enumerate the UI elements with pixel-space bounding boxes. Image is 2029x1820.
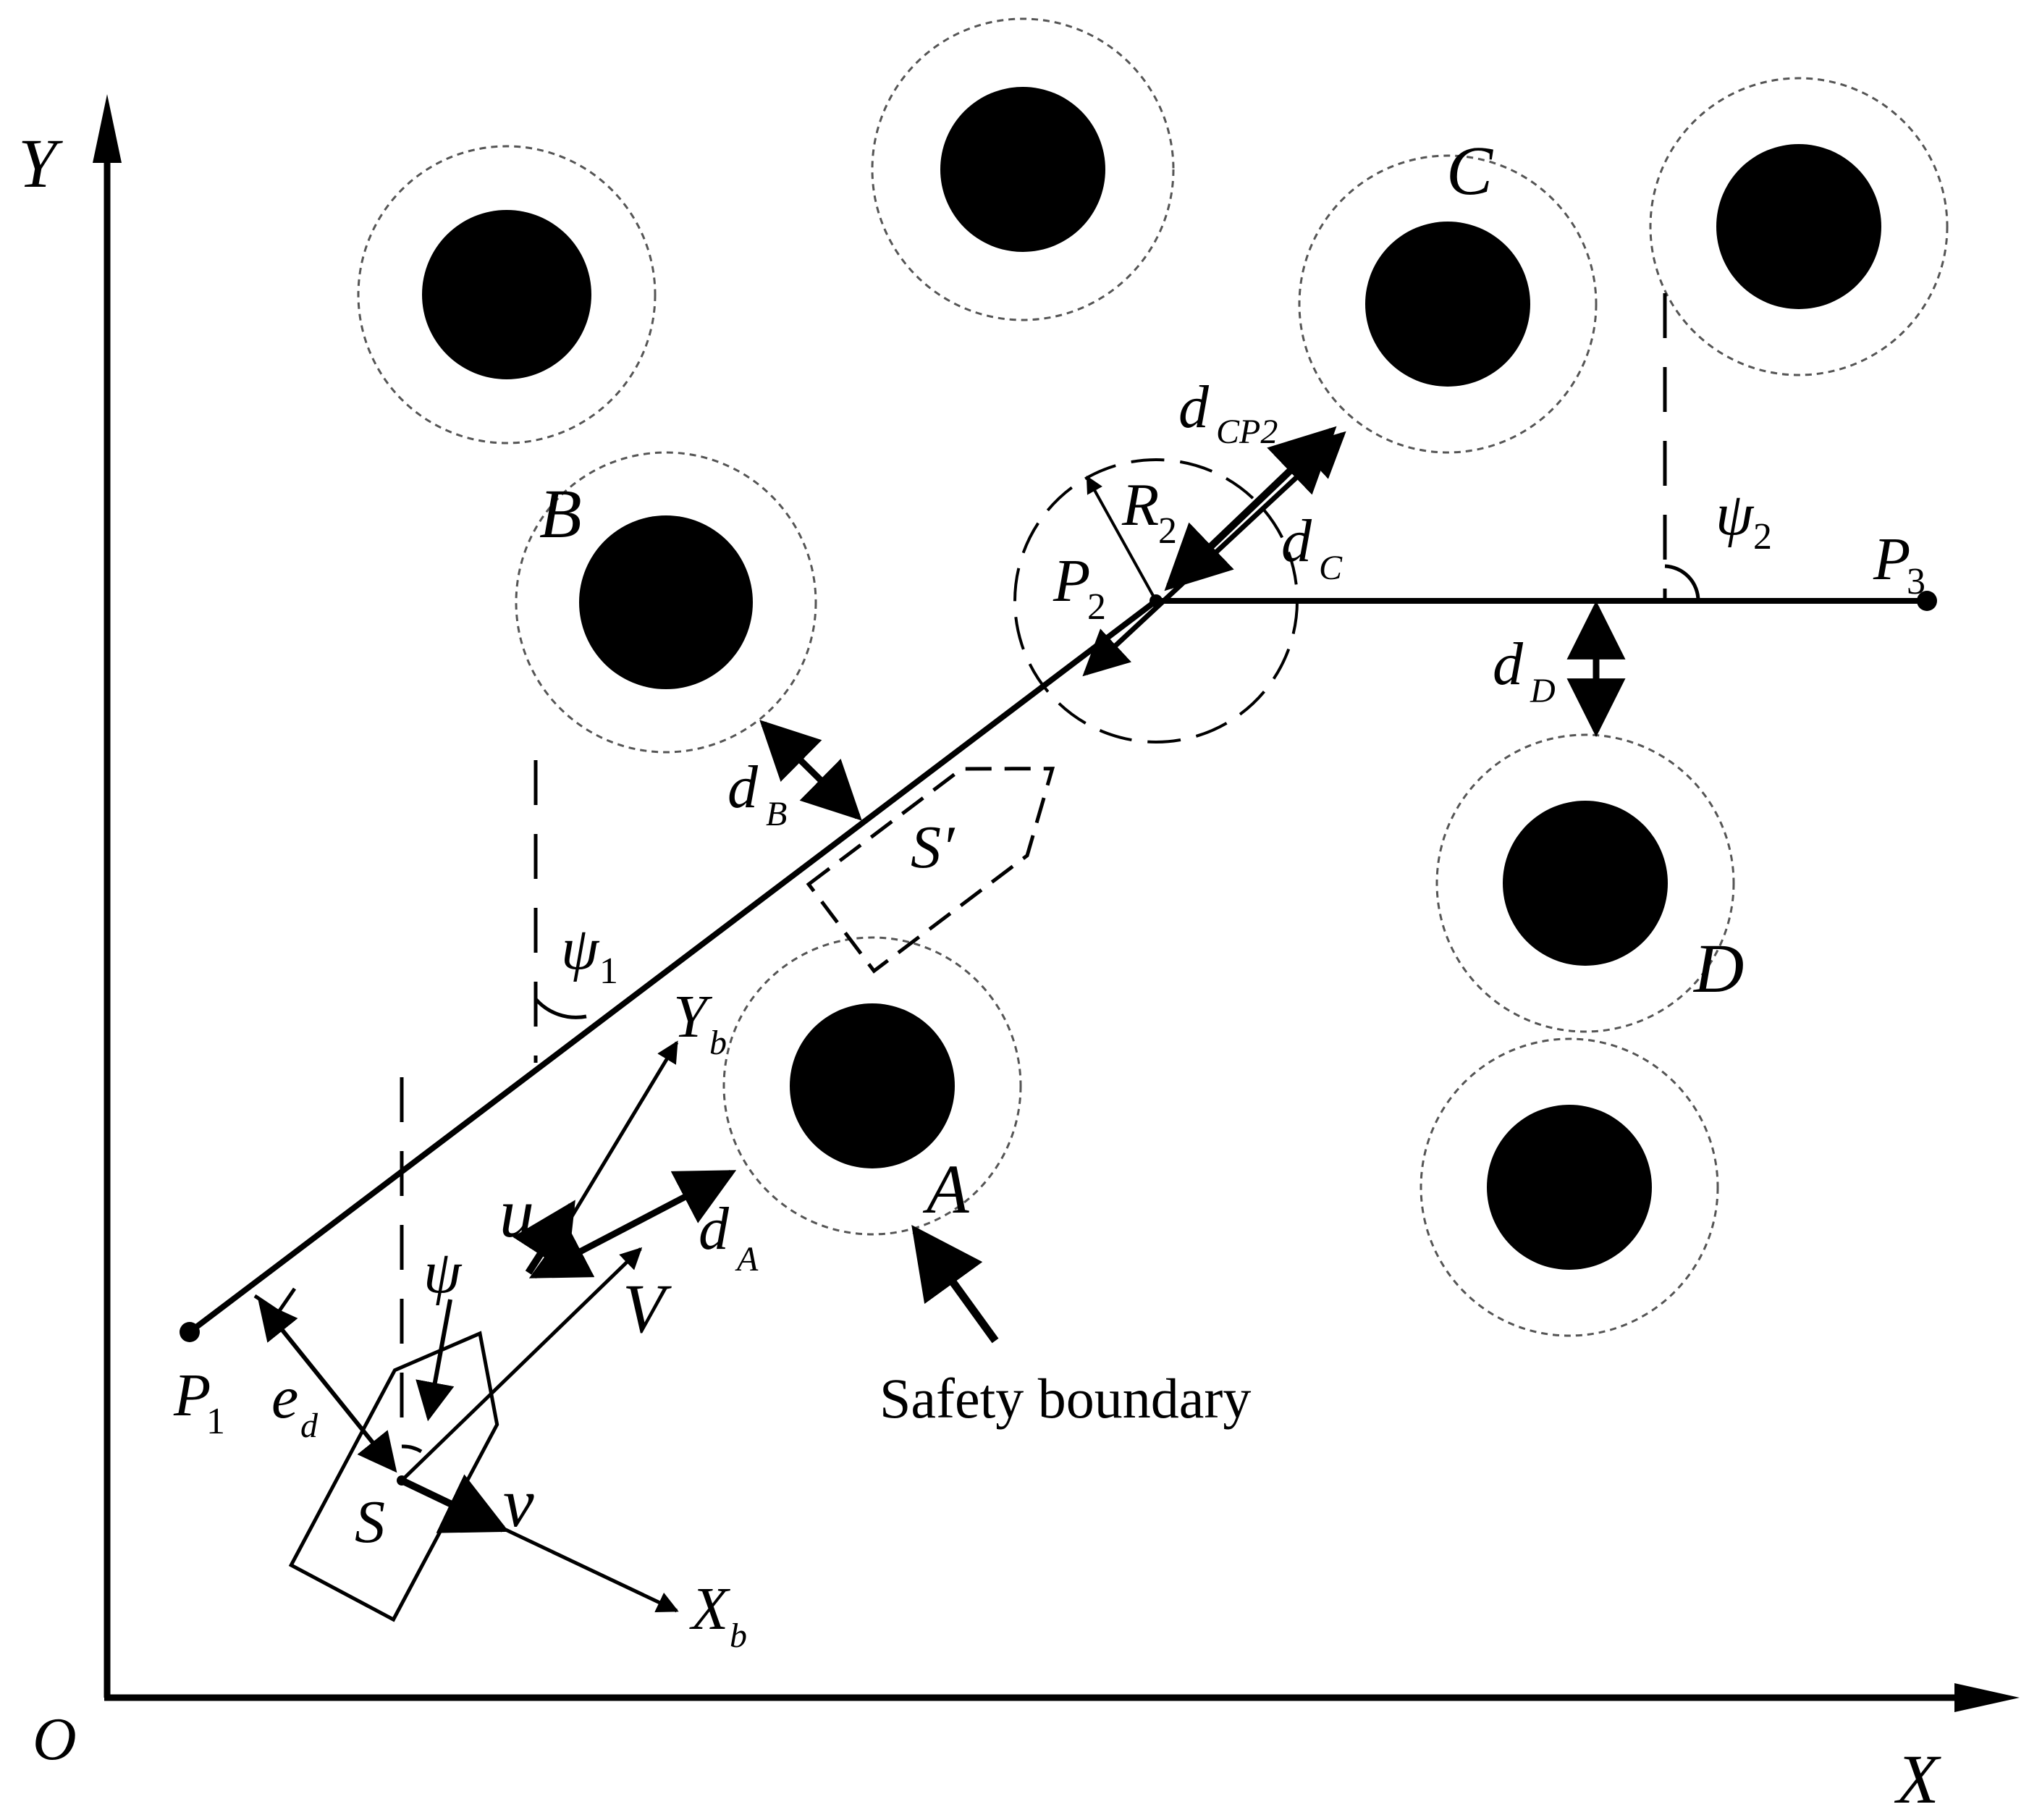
safety-boundary-circle bbox=[722, 936, 1022, 1236]
speed-arrow bbox=[400, 1247, 643, 1482]
waypoint-p3-sub: 3 bbox=[1907, 561, 1925, 602]
obstacle-disc bbox=[422, 210, 591, 379]
dist-c-sub: C bbox=[1319, 549, 1343, 587]
dist-cp2-label: d bbox=[1178, 374, 1210, 441]
vessel-origin bbox=[397, 1475, 407, 1486]
waypoint-p3-dot bbox=[1917, 591, 1937, 611]
heading-label: ψ bbox=[423, 1239, 463, 1306]
dist-cp2-sub: CP2 bbox=[1216, 413, 1278, 451]
safety-boundary-circle bbox=[1649, 77, 1949, 376]
cross-track-label: e bbox=[271, 1364, 298, 1431]
body-x-label: X bbox=[689, 1575, 731, 1643]
vessel-future-label: S′ bbox=[911, 814, 956, 881]
vessel-future-outline bbox=[806, 767, 1055, 974]
waypoint-p3-label: P bbox=[1873, 526, 1910, 593]
vessel-future bbox=[806, 767, 1055, 974]
arrow-d-b bbox=[759, 720, 862, 821]
sway-arrow bbox=[400, 1474, 510, 1533]
heading-2-label: ψ bbox=[1716, 481, 1755, 548]
obstacle-d-label: D bbox=[1692, 930, 1744, 1007]
safety-boundary-circle bbox=[1420, 1037, 1719, 1337]
heading-1-sub: 1 bbox=[599, 951, 618, 992]
obstacle-disc bbox=[1365, 222, 1530, 387]
heading-2-sub: 2 bbox=[1753, 516, 1772, 557]
dist-a-sub: A bbox=[735, 1240, 759, 1278]
dist-b-label: d bbox=[727, 754, 759, 821]
arrow-d-c bbox=[1082, 431, 1346, 677]
obstacle-top-center bbox=[871, 17, 1175, 321]
safety-boundary-circle bbox=[515, 451, 817, 754]
planned-path bbox=[180, 591, 1937, 1342]
heading-arc-1 bbox=[534, 998, 587, 1019]
dist-d-sub: D bbox=[1530, 672, 1556, 710]
cross-track-sub: d bbox=[300, 1407, 319, 1445]
heading-arc-2 bbox=[1664, 564, 1700, 602]
waypoint-p2-label: P bbox=[1053, 547, 1090, 615]
waypoint-p1-label: P bbox=[173, 1362, 211, 1429]
dist-a-label: d bbox=[699, 1195, 730, 1263]
path-segment-p1-p2 bbox=[187, 598, 1158, 1335]
sway-label: v bbox=[503, 1464, 534, 1541]
coordinate-axes bbox=[93, 94, 2020, 1712]
dist-d-label: d bbox=[1493, 631, 1524, 698]
obstacle-bottom-right bbox=[1420, 1037, 1719, 1337]
obstacle-disc bbox=[1487, 1105, 1652, 1270]
x-axis-arrowhead bbox=[1954, 1683, 2020, 1712]
obstacle-disc bbox=[790, 1003, 955, 1168]
origin-label: O bbox=[33, 1706, 77, 1773]
heading-1-label: ψ bbox=[561, 915, 600, 982]
heading-arc-vessel bbox=[401, 1444, 423, 1454]
obstacle-b-label: B bbox=[539, 475, 582, 552]
radius-label: R bbox=[1121, 471, 1159, 539]
safety-boundary-pointer bbox=[911, 1224, 999, 1344]
vessel-current bbox=[288, 1040, 679, 1622]
obstacle-a bbox=[722, 936, 1022, 1236]
obstacles bbox=[357, 17, 1949, 1337]
vessel-hull bbox=[288, 1331, 499, 1622]
obstacle-b bbox=[515, 451, 817, 754]
arrow-cross-track bbox=[258, 1299, 397, 1473]
obstacle-disc bbox=[1716, 144, 1881, 309]
obstacle-top-left bbox=[357, 145, 657, 445]
obstacle-disc bbox=[1503, 801, 1668, 966]
y-axis-arrowhead bbox=[93, 94, 122, 163]
safety-boundary-circle bbox=[1298, 154, 1598, 454]
body-y-sub: b bbox=[709, 1024, 727, 1062]
speed-label: V bbox=[623, 1270, 672, 1347]
dist-b-sub: B bbox=[766, 795, 787, 833]
vessel-hull-outline bbox=[288, 1331, 499, 1622]
obstacle-c bbox=[1298, 154, 1598, 454]
body-x-sub: b bbox=[730, 1617, 747, 1655]
heading-references bbox=[400, 293, 1700, 1430]
body-y-label: Y bbox=[673, 983, 713, 1050]
obstacle-disc bbox=[940, 87, 1105, 252]
distance-arrows bbox=[253, 426, 1626, 1473]
body-y-axis bbox=[548, 1040, 679, 1254]
surge-arrow bbox=[512, 1200, 575, 1275]
obstacle-d bbox=[1435, 733, 1735, 1033]
waypoint-p2-sub: 2 bbox=[1087, 586, 1106, 628]
obstacle-a-label: A bbox=[922, 1150, 969, 1228]
labels: Y X O A B C D P 1 P 2 P 3 R 2 ψ 1 ψ 2 ψ … bbox=[18, 125, 1941, 1818]
axis-y-label: Y bbox=[18, 125, 63, 202]
safety-boundary-circle bbox=[871, 17, 1175, 321]
right-angle-mark bbox=[253, 1287, 297, 1315]
waypoint-p1-sub: 1 bbox=[206, 1401, 225, 1442]
dist-c-label: d bbox=[1281, 507, 1312, 575]
radius-sub: 2 bbox=[1158, 510, 1177, 552]
obstacle-disc bbox=[579, 515, 753, 689]
heading-pointer-arrow bbox=[415, 1299, 455, 1422]
axis-x-label: X bbox=[1894, 1740, 1941, 1816]
obstacle-top-right bbox=[1649, 77, 1949, 376]
safety-boundary-caption: Safety boundary bbox=[879, 1367, 1251, 1430]
safety-boundary-circle bbox=[357, 145, 657, 445]
vessel-label: S bbox=[355, 1488, 385, 1556]
waypoint-p1-dot bbox=[180, 1322, 200, 1342]
obstacle-c-label: C bbox=[1446, 132, 1493, 209]
surge-label: u bbox=[499, 1174, 534, 1252]
